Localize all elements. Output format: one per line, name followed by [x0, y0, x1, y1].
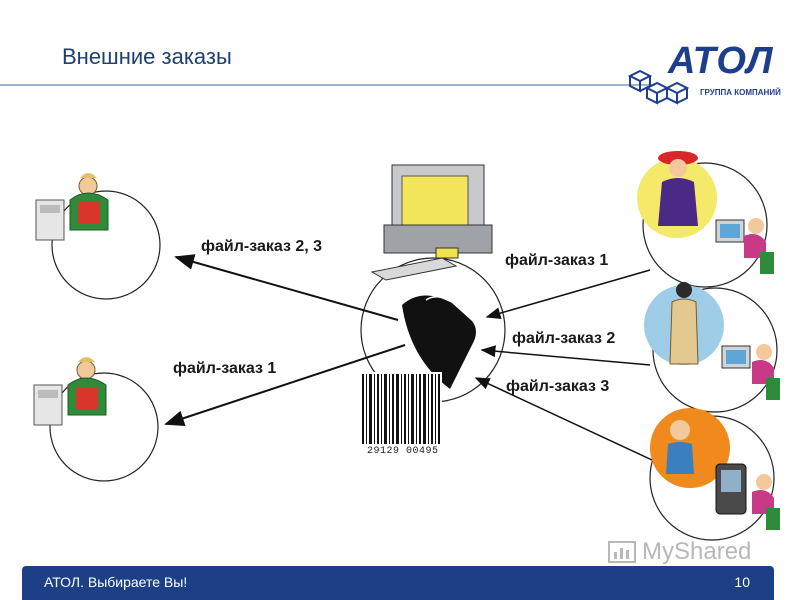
cashier-bottom	[33, 357, 159, 482]
page-title: Внешние заказы	[62, 44, 232, 69]
label-out-bottom: файл-заказ 1	[173, 360, 277, 377]
label-in-1: файл-заказ 1	[505, 252, 609, 269]
arrow-out-bottom	[164, 344, 406, 426]
customer-2	[644, 282, 780, 413]
folder-icon	[402, 295, 476, 389]
watermark-text: MyShared	[642, 538, 752, 565]
cashier-top	[35, 173, 161, 300]
atol-logo-icon	[627, 69, 690, 105]
customer-3	[649, 408, 780, 541]
barcode-number: 29129 00495	[367, 446, 439, 457]
watermark-icon	[608, 541, 636, 563]
label-in-3: файл-заказ 3	[506, 378, 610, 395]
title-divider	[0, 84, 655, 86]
logo-text: АТОЛ	[668, 40, 774, 82]
arrow-out-top	[174, 254, 399, 321]
computer-icon	[370, 164, 493, 281]
arrow-in-1	[485, 269, 651, 320]
label-out-top: файл-заказ 2, 3	[201, 238, 323, 255]
logo-subtitle: ГРУППА КОМПАНИЙ	[700, 88, 781, 97]
barcode-icon	[360, 372, 442, 446]
footer-slogan: АТОЛ. Выбираете Вы!	[44, 574, 188, 590]
customer-1	[637, 151, 774, 288]
arrow-in-3	[474, 377, 653, 461]
label-in-2: файл-заказ 2	[512, 330, 616, 347]
page-number: 10	[734, 574, 750, 590]
arrow-in-2	[480, 345, 651, 366]
footer-bar: АТОЛ. Выбираете Вы! 10	[22, 566, 774, 600]
